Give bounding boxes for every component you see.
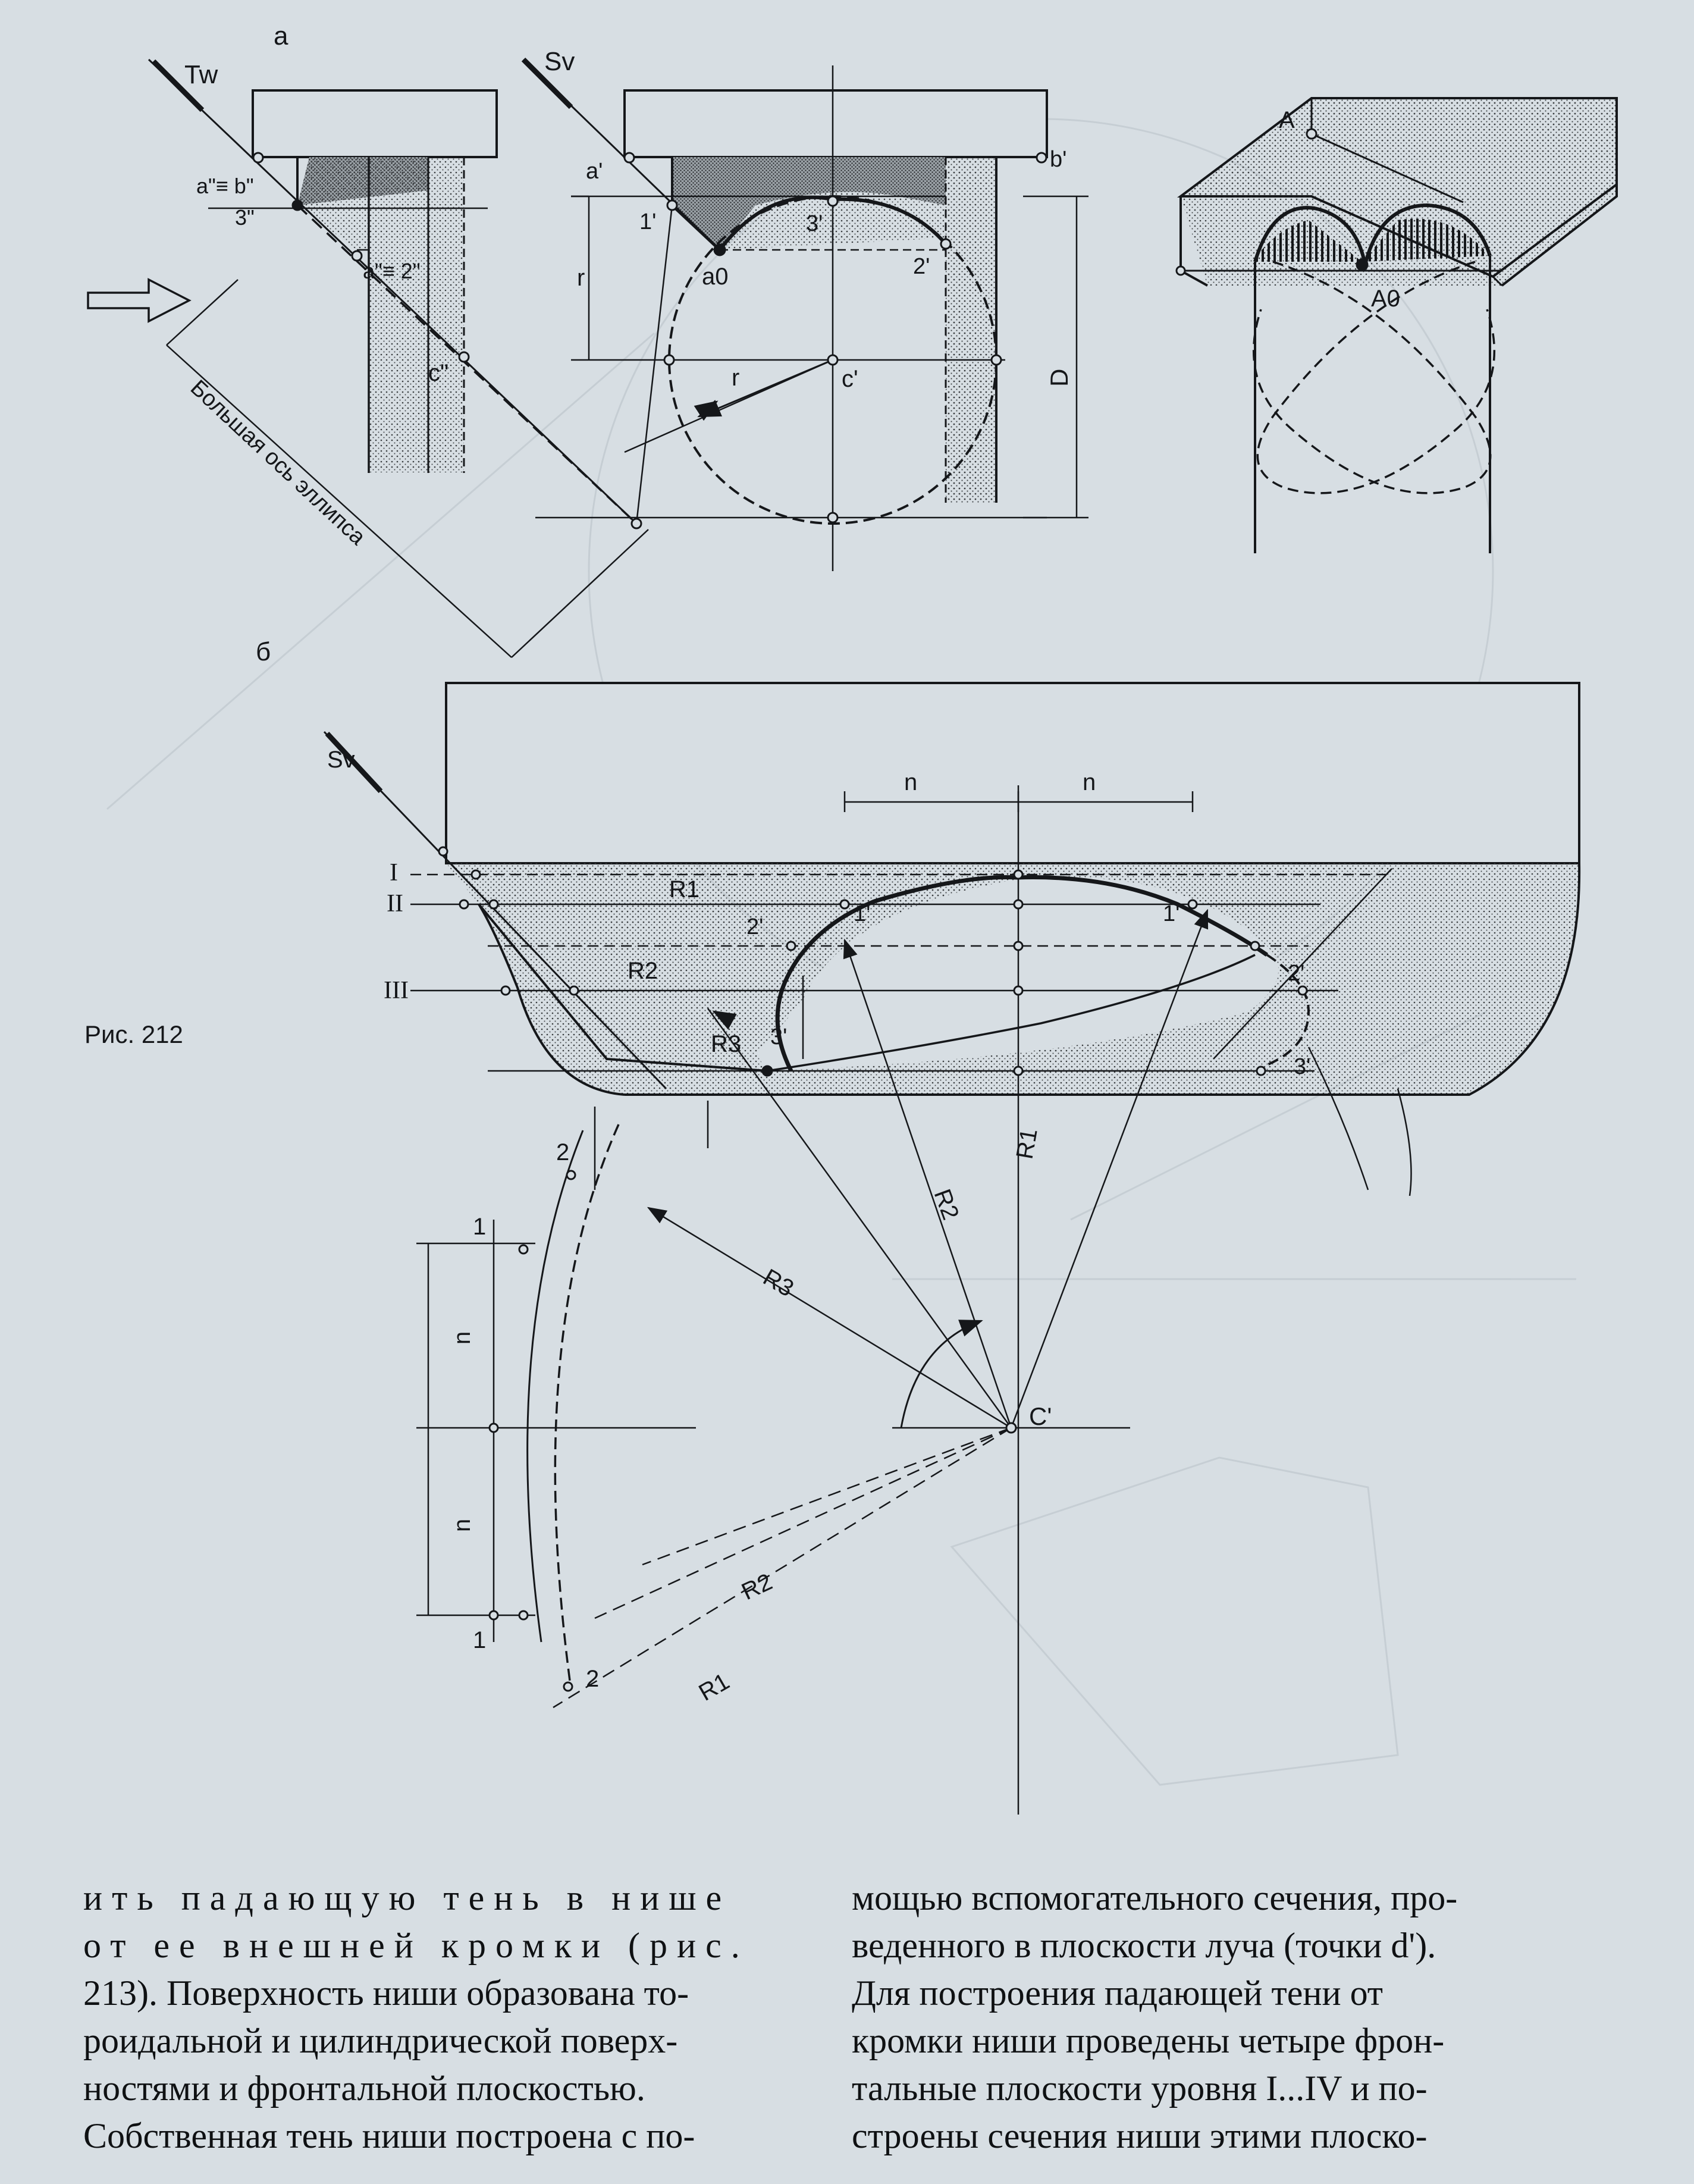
label-level-3: III xyxy=(384,977,409,1004)
text-line: 213). Поверхность ниши образована то- xyxy=(83,1973,689,2013)
label-c-point: C' xyxy=(1029,1402,1052,1430)
label-s3p-right: 3' xyxy=(1294,1054,1310,1079)
label-D: D xyxy=(1045,369,1073,387)
label-R3-top: R3 xyxy=(711,1031,741,1057)
label-sv2: Sv xyxy=(327,747,355,773)
label-a2eq2: a"≡ 2" xyxy=(363,259,421,283)
label-c1: c' xyxy=(842,366,858,392)
label-a1: a' xyxy=(586,159,603,184)
text-line: строены сечения ниши этими плоско- xyxy=(852,2116,1428,2155)
text-line: роидальной и цилиндрической поверх- xyxy=(83,2021,678,2060)
label-a: а xyxy=(274,21,288,51)
text-line: от ее внешней кромки (рис. xyxy=(83,1926,749,1965)
label-s3p-left: 3' xyxy=(770,1024,787,1049)
label-s1p-left: 1' xyxy=(854,901,870,926)
label-b: б xyxy=(256,637,271,666)
text-line: тальные плоскости уровня I...IV и по- xyxy=(852,2069,1428,2108)
label-a2eqb2: a"≡ b" xyxy=(196,174,254,198)
label-2p: 2' xyxy=(913,254,930,279)
label-major-axis: Большая ось эллипса xyxy=(186,375,371,550)
label-c2: c" xyxy=(428,360,448,386)
label-R3-mid: R3 xyxy=(759,1264,798,1302)
label-A: A xyxy=(1279,107,1295,133)
label-arc-1: 1 xyxy=(473,1214,486,1240)
text-column-left: ить падающую тень в нише от ее внешней к… xyxy=(83,1874,815,2160)
figure-caption: Рис. 212 xyxy=(84,1020,183,1048)
label-b1: b' xyxy=(1050,147,1066,172)
label-r-radius: r xyxy=(732,365,739,391)
text-line: мощью вспомогательного сечения, про- xyxy=(852,1878,1458,1917)
label-R1-top: R1 xyxy=(669,876,699,903)
text-line: кромки ниши проведены четыре фрон- xyxy=(852,2021,1445,2060)
label-r-dim: r xyxy=(577,265,585,291)
text-line: веденного в плоскости луча (точки d'). xyxy=(852,1926,1436,1965)
label-n-right: n xyxy=(1083,769,1096,795)
label-R2-top: R2 xyxy=(628,958,658,984)
text-line: ностями и фронтальной плоскостью. xyxy=(83,2069,645,2108)
view-a-side xyxy=(87,58,649,658)
view-b-front xyxy=(521,57,1088,571)
label-s2p-left: 2' xyxy=(746,914,763,939)
label-R1-mid: R1 xyxy=(1012,1127,1043,1161)
label-A0: A0 xyxy=(1371,286,1400,312)
text-column-right: мощью вспомогательного сечения, про- вед… xyxy=(852,1874,1583,2160)
label-R2-mid: R2 xyxy=(929,1186,964,1223)
text-line: Для построения падающей тени от xyxy=(852,1973,1383,2013)
figure-212: а Tw a"≡ b" 3" a"≡ 2" c" б Большая ось э… xyxy=(87,21,1618,1815)
text-line: ить падающую тень в нише xyxy=(83,1878,732,1917)
label-sv1: Sv xyxy=(544,47,575,76)
label-n-left: n xyxy=(904,769,917,795)
label-level-2: II xyxy=(387,890,403,917)
label-arc-2: 2 xyxy=(556,1139,569,1165)
label-3pp: 3" xyxy=(235,205,255,230)
label-s1p-right: 1' xyxy=(1163,901,1179,926)
label-3p: 3' xyxy=(806,211,823,236)
label-tw: Tw xyxy=(184,60,218,89)
label-a0: a0 xyxy=(702,264,729,290)
label-arc-n1: n xyxy=(449,1331,475,1345)
label-arc-1b: 1 xyxy=(473,1627,486,1653)
label-1p: 1' xyxy=(639,209,656,234)
label-s2p-right: 2' xyxy=(1288,961,1304,986)
label-level-1: I xyxy=(390,859,398,886)
label-R2-low: R2 xyxy=(738,1569,776,1605)
label-R1-low: R1 xyxy=(695,1668,734,1706)
text-line: Собственная тень ниши построена с по- xyxy=(83,2116,695,2155)
view-c-axonometric xyxy=(1175,97,1618,553)
view-niche-large xyxy=(323,682,1581,1815)
label-arc-2b: 2 xyxy=(586,1666,599,1692)
label-arc-n2: n xyxy=(449,1519,475,1532)
